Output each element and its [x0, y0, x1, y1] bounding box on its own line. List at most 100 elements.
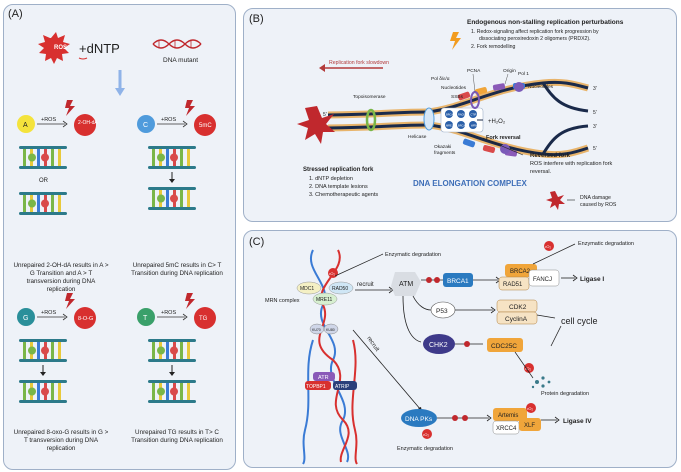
dnapks-node: DNA PKs: [401, 409, 437, 427]
svg-text:ATM: ATM: [399, 281, 413, 288]
svg-text:T: T: [143, 315, 148, 322]
svg-text:CTIP: CTIP: [471, 113, 477, 117]
svg-text:SSBs: SSBs: [451, 94, 464, 100]
svg-text:Nucleotides: Nucleotides: [441, 85, 467, 91]
caption-5mc: Unrepaired 5mC results in C> T Transitio…: [131, 262, 223, 277]
svg-text:3': 3': [593, 86, 597, 92]
svg-text:5mC: 5mC: [199, 123, 212, 129]
panel-b-diagram: Endogenous non-stalling replication pert…: [297, 19, 624, 210]
svg-text:Origin: Origin: [503, 68, 516, 74]
damage-text-1: DNA damage: [580, 195, 611, 201]
svg-text:3': 3': [593, 124, 597, 130]
enzymatic-deg-2: Enzymatic degradation: [578, 241, 634, 247]
mutant-dna-icon: [152, 39, 202, 49]
svg-text:•O₂: •O₂: [525, 366, 532, 371]
svg-text:XLF: XLF: [524, 423, 535, 429]
svg-text:BRCA2: BRCA2: [510, 269, 531, 275]
svg-text:P53: P53: [436, 308, 448, 315]
svg-text:CDK2: CDK2: [509, 304, 527, 311]
atr-complex: ATR TOPBP1 ATRIP: [305, 372, 357, 390]
svg-text:Helicase: Helicase: [408, 134, 427, 140]
damage-star-icon: [546, 191, 565, 210]
svg-text:2. DNA template lesions: 2. DNA template lesions: [309, 184, 368, 190]
recruit-label-2: recruit: [365, 336, 380, 353]
caption-tg: Unrepaired TG results in T> C Transition…: [131, 429, 223, 444]
svg-text:TOPBP1: TOPBP1: [306, 384, 326, 390]
cdk2-cyclina: CDK2 CyclinA: [496, 299, 538, 325]
cdc25c-node: CDC25C: [491, 343, 517, 350]
ros-badge: ROS: [38, 32, 70, 64]
endo-item-1a: 1. Redox-signaling affect replication fo…: [471, 29, 599, 35]
dna-mutant-label: DNA mutant: [163, 57, 198, 64]
base-g-group: G +ROS 8-O-G: [17, 293, 96, 403]
svg-text:G: G: [23, 315, 28, 322]
svg-text:MRE11: MRE11: [446, 124, 455, 128]
svg-text:CyclinA: CyclinA: [505, 316, 528, 323]
reversed-text-1: ROS interfere with replication fork: [530, 161, 612, 167]
svg-text:ATR: ATR: [318, 375, 329, 381]
svg-text:XRCC4: XRCC4: [496, 426, 517, 432]
okazaki-label-1: Okazaki: [434, 144, 451, 150]
complex-title: DNA ELONGATION COMPLEX: [413, 179, 527, 188]
svg-text:+ROS: +ROS: [161, 117, 176, 123]
svg-text:KU70: KU70: [312, 328, 321, 332]
svg-text:WRN: WRN: [471, 124, 477, 128]
svg-text:+H₂O₂: +H₂O₂: [488, 119, 506, 125]
svg-text:ATRIP: ATRIP: [335, 384, 350, 390]
svg-text:RAD51: RAD51: [458, 113, 467, 117]
svg-text:BRCA2: BRCA2: [458, 124, 467, 128]
panel-c: [243, 230, 677, 468]
svg-text:2-OH-dA: 2-OH-dA: [78, 120, 98, 126]
atm-node: ATM: [391, 272, 421, 296]
dna-fork: [327, 78, 590, 159]
helicase-icon: [423, 107, 435, 131]
svg-text:PCNA: PCNA: [467, 68, 481, 74]
reversed-title: Reversed fork: [530, 153, 571, 159]
svg-text:•O₂: •O₂: [423, 432, 430, 437]
svg-text:5': 5': [593, 146, 597, 152]
base-t-group: T +ROS TG: [137, 293, 216, 403]
brca2-complex: BRCA2 RAD51 FANCJ: [498, 264, 560, 291]
svg-text:RAD51: RAD51: [503, 282, 523, 288]
svg-text:+ROS: +ROS: [41, 310, 56, 316]
stress-star-icon: [297, 106, 335, 144]
enzymatic-deg-3: Enzymatic degradation: [397, 446, 453, 452]
lightning-icon: [450, 32, 461, 50]
recruit-label-1: recruit: [357, 282, 374, 288]
svg-text:+ROS: +ROS: [41, 117, 56, 123]
enzymatic-deg-1: Enzymatic degradation: [385, 252, 441, 258]
svg-text:MDC1: MDC1: [300, 286, 314, 292]
stressed-title: Stressed replication fork: [303, 167, 374, 173]
svg-text:Pol δ/ε/α: Pol δ/ε/α: [431, 76, 450, 82]
endo-item-2: 2. Fork remodelling: [471, 44, 516, 50]
fork-reversal-proteins: BRCA1 RAD51 CTIP MRE11 BRCA2 WRN: [440, 107, 484, 133]
caption-2ohda: Unrepaired 2-OH-dA results in A > G Tran…: [13, 262, 109, 293]
svg-text:A: A: [23, 122, 28, 129]
svg-text:C: C: [143, 122, 148, 129]
mrn-label: MRN complex: [265, 298, 300, 304]
mrn-complex: MDC1 RAD50 MRE11: [296, 281, 354, 306]
svg-text:KU80: KU80: [326, 328, 335, 332]
svg-text:3. Chemotherapeutic agents: 3. Chemotherapeutic agents: [309, 192, 378, 198]
damage-text-2: caused by ROS: [580, 202, 617, 208]
svg-text:RAD50: RAD50: [332, 286, 348, 292]
chk2-node: CHK2: [423, 334, 455, 354]
base-c-group: C +ROS 5mC: [137, 100, 216, 210]
svg-text:+ROS: +ROS: [161, 310, 176, 316]
ku-complex: KU70 KU80: [309, 323, 339, 335]
svg-text:Fork reversal: Fork reversal: [486, 135, 521, 141]
svg-text:BRCA1: BRCA1: [446, 113, 455, 117]
panel-a-label: (A): [8, 8, 23, 20]
protein-fragments-icon: [531, 376, 551, 389]
okazaki-label-2: fragments: [434, 150, 456, 156]
panel-c-label: (C): [249, 236, 265, 248]
svg-text:TG: TG: [199, 316, 208, 322]
svg-text:CHK2: CHK2: [429, 342, 448, 349]
protein-deg-label: Protein degradation: [541, 391, 589, 397]
svg-text:8-O-G: 8-O-G: [78, 316, 93, 322]
svg-text:Topoisomerase: Topoisomerase: [353, 94, 386, 100]
ligase4-complex: Artemis XRCC4 XLF: [492, 408, 541, 435]
reversed-text-2: reversal.: [530, 169, 552, 175]
svg-text:DNA PKs: DNA PKs: [405, 416, 433, 423]
slowdown-label: Replication fork slowdown: [329, 60, 389, 66]
